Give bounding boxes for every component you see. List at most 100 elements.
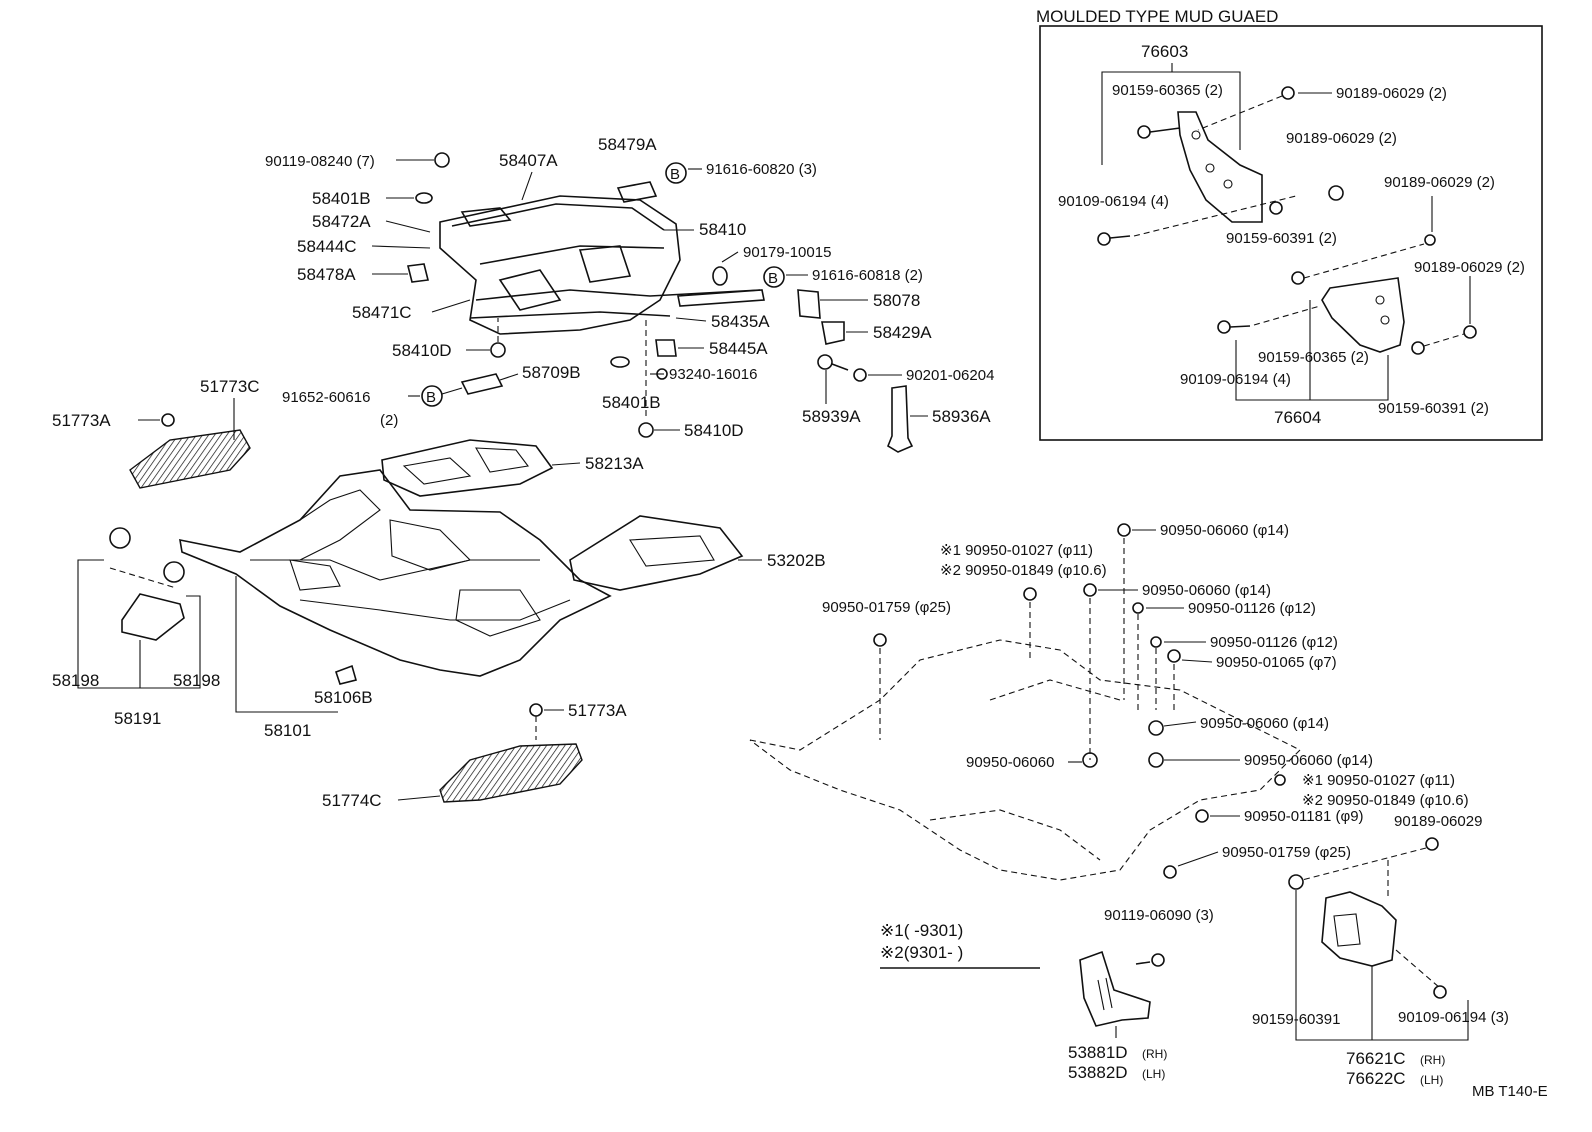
label-90119-06090: 90119-06090 (3): [1104, 907, 1214, 924]
group-bracket-76604: [1235, 340, 1389, 401]
bolt-icon: [1217, 320, 1231, 334]
plug-icon: [1163, 865, 1177, 879]
crossmember-rib: [479, 245, 665, 265]
group-bracket-76603: [1101, 71, 1241, 165]
label-90950-01126-b: 90950-01126 (φ12): [1210, 634, 1338, 651]
bolt-icon: [1269, 201, 1283, 215]
label-91616-60820: 91616-60820 (3): [706, 161, 817, 178]
plug-icon: [1023, 587, 1037, 601]
floor-pan-emboss: [455, 589, 541, 637]
plug-icon: [1167, 649, 1181, 663]
bolt-shank: [1135, 961, 1151, 965]
label-51774C: 51774C: [322, 791, 382, 810]
plug-icon: [1148, 752, 1164, 768]
leader: [441, 387, 463, 395]
dash-line: [1253, 305, 1321, 326]
dash-line: [1133, 195, 1297, 237]
label-76621C: 76621C: [1346, 1049, 1406, 1068]
bolt-icon: [1151, 953, 1165, 967]
label-58191: 58191: [114, 709, 161, 728]
label-90950-06060-c: 90950-06060 (φ14): [1200, 715, 1329, 732]
hole: [1191, 130, 1201, 140]
dash-line: [1423, 333, 1465, 347]
label-58709B: 58709B: [522, 363, 581, 382]
label-58478A: 58478A: [297, 265, 356, 284]
hole: [1375, 295, 1385, 305]
floor-outline-detail: [929, 809, 1101, 861]
clip-icon: [529, 703, 543, 717]
floor-pan-rib: [299, 599, 571, 621]
floor-plugs: 90950-06060 (φ14) ※1 90950-01027 (φ11) ※…: [749, 522, 1482, 881]
shield-53881D: [1079, 950, 1151, 1027]
hole: [1380, 315, 1390, 325]
mud-guard-76604: [1321, 277, 1405, 353]
nut-icon: [1425, 837, 1439, 851]
b-mark-text: B: [768, 270, 778, 287]
label-90201-06204: 90201-06204: [906, 367, 994, 384]
nut-icon: [415, 192, 433, 204]
dash-line: [1395, 949, 1441, 989]
bolt-icon: [1137, 125, 1151, 139]
floor-pan-58101: [179, 469, 612, 677]
splash-shield-group: 90119-06090 (3) 53881D (RH) 53882D (LH): [1068, 907, 1214, 1082]
clip-58478A: [407, 263, 429, 283]
stay-58936A: [887, 385, 914, 453]
hole: [1205, 163, 1215, 173]
plug-icon: [1195, 809, 1209, 823]
spring-icon: [163, 561, 185, 583]
label-58472A: 58472A: [312, 212, 371, 231]
plug-icon: [1083, 583, 1097, 597]
label-90189-06029: 90189-06029 (2): [1336, 85, 1447, 102]
label-58936A: 58936A: [932, 407, 991, 426]
dash-line: [1303, 243, 1425, 279]
label-90950-06060-e: 90950-06060 (φ14): [1244, 752, 1373, 769]
bolt-icon: [1433, 985, 1447, 999]
label-90109-06194-c: 90109-06194 (3): [1398, 1009, 1509, 1026]
bracket-58106B: [334, 664, 357, 685]
label-53882D: 53882D: [1068, 1063, 1128, 1082]
label-58407A: 58407A: [499, 151, 558, 170]
b-mark-text: B: [426, 389, 436, 406]
mount-58445A: [655, 339, 677, 357]
label-58213A: 58213A: [585, 454, 644, 473]
floor-outline-detail: [989, 679, 1121, 701]
label-51773A: 51773A: [52, 411, 111, 430]
dash-line: [109, 567, 177, 589]
label-90159-60365-b: 90159-60365 (2): [1258, 349, 1369, 366]
label-58410D-b: 58410D: [684, 421, 744, 440]
leader: [385, 220, 431, 233]
label-90189-06029-d: 90189-06029 (2): [1414, 259, 1525, 276]
notes: ※1( -9301) ※2(9301- ): [880, 921, 1040, 969]
floor-pan-rib: [299, 489, 381, 561]
bolt-icon: [1411, 341, 1425, 355]
floor-outline: [749, 639, 1301, 881]
nut-icon: [1281, 86, 1295, 100]
label-58401B: 58401B: [312, 189, 371, 208]
leader-58101: [235, 576, 338, 713]
leader: [521, 171, 533, 201]
label-58435A: 58435A: [711, 312, 770, 331]
plug-icon: [873, 633, 887, 647]
panel-emboss: [402, 457, 472, 485]
dash-line: [1197, 95, 1283, 131]
bracket-58479A: [616, 181, 658, 203]
label-90179-10015: 90179-10015: [743, 244, 831, 261]
nut-icon: [1424, 234, 1436, 246]
bracket-58191: [121, 593, 185, 641]
leader: [397, 795, 441, 801]
bolt-icon: [1288, 874, 1304, 890]
screw-icon: [656, 368, 668, 380]
mud-guard-76621C: [1321, 891, 1397, 967]
label-58410: 58410: [699, 220, 746, 239]
label-58479A: 58479A: [598, 135, 657, 154]
bolt-shank: [831, 363, 849, 371]
label-91652-60616: 91652-60616: [282, 389, 370, 406]
label-90950-01759-b: 90950-01759 (φ25): [1222, 844, 1351, 861]
plug-icon: [1150, 636, 1162, 648]
label-90950-01849-b: ※2 90950-01849 (φ10.6): [1302, 792, 1469, 809]
label-58410D: 58410D: [392, 341, 452, 360]
label-53881D: 53881D: [1068, 1043, 1128, 1062]
crossmember-rib: [475, 289, 761, 301]
label-58444C: 58444C: [297, 237, 357, 256]
